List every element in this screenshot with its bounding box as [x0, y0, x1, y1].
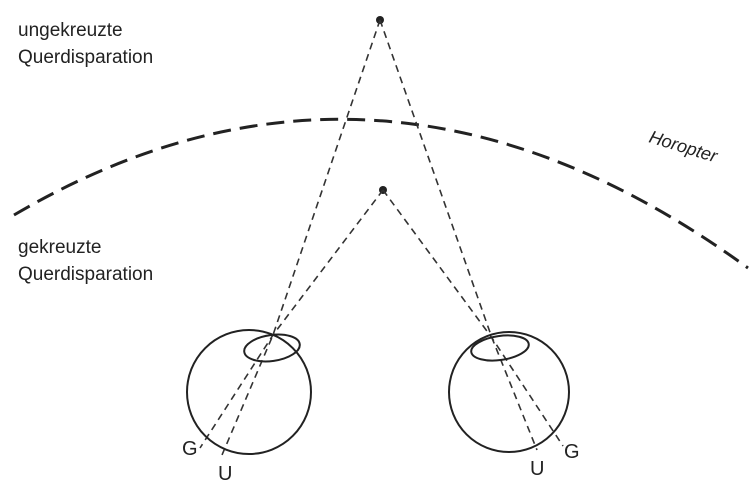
left-eyeball	[186, 329, 312, 455]
left-lens	[243, 333, 301, 363]
crossed-label-line2: Querdisparation	[18, 264, 153, 285]
far-point-line-left	[221, 19, 381, 456]
uncrossed-label-line1: ungekreuzte	[18, 20, 123, 41]
crossed-label-line1: gekreuzte	[18, 237, 101, 258]
left-eye	[186, 329, 312, 455]
right-eye-u-label: U	[530, 458, 544, 480]
far-point-line-right	[379, 19, 538, 451]
horopter-label: Horopter	[647, 127, 721, 167]
right-eye	[448, 331, 570, 453]
near-point-line-right	[382, 189, 564, 447]
left-eye-g-label: G	[182, 438, 198, 460]
right-eyeball	[448, 331, 570, 453]
right-lens	[470, 334, 530, 362]
horopter-arc	[13, 117, 749, 270]
left-eye-u-label: U	[218, 463, 232, 485]
right-eye-g-label: G	[564, 441, 580, 463]
near-point-line-left	[199, 189, 384, 449]
uncrossed-label-line2: Querdisparation	[18, 47, 153, 68]
